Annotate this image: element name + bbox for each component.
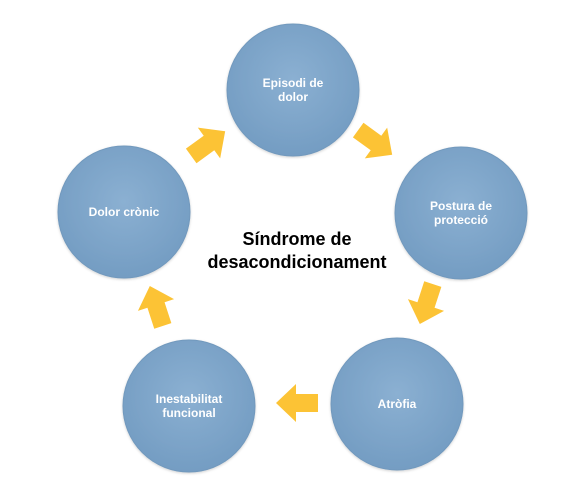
node-circle-dolor-cronic: [57, 145, 191, 279]
node-label-postura-de-proteccio-line-2: protecció: [434, 213, 488, 227]
node-circle-postura-de-proteccio: [394, 146, 528, 280]
arrow-inestabilitat-funcional-to-dolor-cronic: [137, 285, 175, 329]
node-circle-atrofia: [330, 337, 464, 471]
node-label-inestabilitat-funcional-line-1: Inestabilitat: [156, 392, 223, 406]
node-dolor-cronic: Dolor crònic: [57, 145, 191, 279]
arrow-dolor-cronic-to-episodi-de-dolor: [185, 127, 226, 164]
node-atrofia: Atròfia: [330, 337, 464, 471]
node-label-atrofia-line-1: Atròfia: [378, 397, 417, 411]
node-label-dolor-cronic-line-1: Dolor crònic: [89, 205, 160, 219]
node-label-postura-de-proteccio-line-1: Postura de: [430, 199, 492, 213]
node-label-inestabilitat-funcional-line-2: funcional: [162, 406, 215, 420]
node-circle-episodi-de-dolor: [226, 23, 360, 157]
node-label-episodi-de-dolor-line-1: Episodi de: [263, 76, 324, 90]
arrow-atrofia-to-inestabilitat-funcional: [276, 384, 318, 422]
center-title-line-1: Síndrome de: [242, 229, 351, 249]
node-circle-inestabilitat-funcional: [122, 339, 256, 473]
node-label-episodi-de-dolor-line-2: dolor: [278, 90, 308, 104]
arrow-postura-de-proteccio-to-atrofia: [407, 281, 445, 325]
arrows-layer: [137, 122, 445, 422]
center-title-line-2: desacondicionament: [207, 252, 386, 272]
arrow-episodi-de-dolor-to-postura-de-proteccio: [352, 122, 393, 159]
